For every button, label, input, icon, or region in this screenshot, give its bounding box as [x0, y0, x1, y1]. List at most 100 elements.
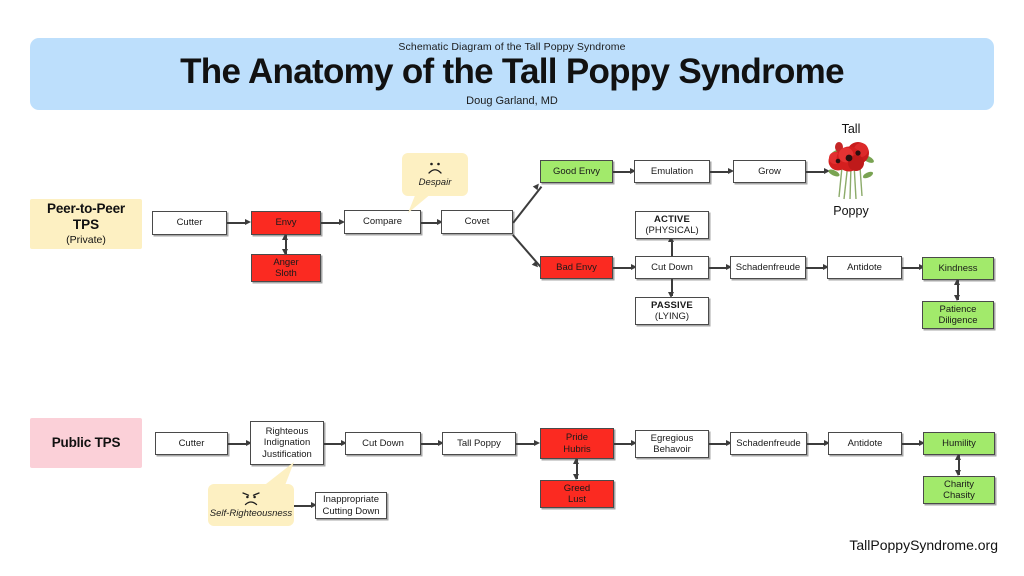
connector-covet-to-good-envy: [512, 186, 542, 224]
connector-cutter-to-envy: [227, 222, 247, 224]
node-label-line1: Righteous: [265, 425, 309, 437]
node-compare[interactable]: Compare: [344, 210, 421, 234]
tall-poppy-graphic: Tall: [808, 122, 894, 218]
node-pride-hubris[interactable]: Pride Hubris: [540, 428, 614, 459]
node-kindness[interactable]: Kindness: [922, 257, 994, 280]
arrowhead: [631, 440, 637, 446]
arrowhead: [573, 474, 580, 480]
connector-antidote-humility: [902, 443, 920, 445]
arrowhead: [824, 168, 830, 174]
node-bad-envy[interactable]: Bad Envy: [540, 256, 613, 279]
node-envy[interactable]: Envy: [251, 211, 321, 235]
node-label: Cut Down: [651, 261, 693, 273]
node-humility[interactable]: Humility: [923, 432, 995, 455]
node-public-cutter[interactable]: Cutter: [155, 432, 228, 455]
node-label-line2: (LYING): [654, 311, 690, 322]
callout-tail-despair: [408, 193, 432, 213]
node-emulation[interactable]: Emulation: [634, 160, 710, 183]
node-label: Cutter: [176, 217, 203, 229]
node-label-line3: Justification: [262, 448, 312, 460]
node-label: Tall Poppy: [457, 437, 501, 449]
arrowhead: [726, 440, 732, 446]
node-label-line1: Greed: [563, 482, 591, 494]
node-greed-lust[interactable]: Greed Lust: [540, 480, 614, 508]
connector-envy-to-compare: [321, 222, 341, 224]
connector-tallpoppy-pride: [516, 443, 536, 445]
footer-website[interactable]: TallPoppySyndrome.org: [849, 537, 998, 553]
connector-compare-to-covet: [421, 222, 439, 224]
connector-cutdown-schadenfreude: [709, 267, 727, 269]
connector-badenvy-cutdown: [613, 267, 632, 269]
node-label-line1: Charity: [943, 478, 975, 490]
node-label-line1: PASSIVE: [651, 299, 693, 311]
section-label-public: Public TPS: [30, 418, 142, 468]
arrowhead: [437, 219, 443, 225]
arrowhead: [954, 279, 961, 285]
node-patience-diligence[interactable]: Patience Diligence: [922, 301, 994, 329]
node-label-line2: Hubris: [563, 443, 591, 455]
arrowhead: [726, 264, 732, 270]
node-active-physical[interactable]: ACTIVE (PHYSICAL): [635, 211, 709, 239]
node-label: Good Envy: [553, 165, 600, 177]
arrowhead: [668, 292, 675, 298]
node-grow[interactable]: Grow: [733, 160, 806, 183]
node-label-line2: (PHYSICAL): [645, 225, 699, 236]
connector-cutdown-passive: [671, 279, 673, 296]
connector-righteous-cutdown: [324, 443, 343, 445]
node-label-line2: Chasity: [943, 490, 975, 501]
node-label-line1: Pride: [565, 432, 589, 443]
node-passive-lying[interactable]: PASSIVE (LYING): [635, 297, 709, 325]
node-peer-schadenfreude[interactable]: Schadenfreude: [730, 256, 806, 279]
node-label-line1: Inappropriate: [323, 494, 379, 505]
callout-label: Despair: [418, 177, 452, 188]
node-label: Schadenfreude: [736, 437, 801, 449]
node-label-line2: Sloth: [275, 268, 297, 279]
callout-despair: Despair: [402, 153, 468, 196]
connector-cutdown-active: [671, 240, 673, 256]
connector-cutter-righteous: [228, 443, 247, 445]
node-label-line2: Lust: [568, 494, 586, 505]
arrowhead: [311, 502, 317, 508]
node-public-antidote[interactable]: Antidote: [828, 432, 902, 455]
node-label-line1: Egregious: [650, 432, 694, 444]
node-peer-antidote[interactable]: Antidote: [827, 256, 902, 279]
node-righteous-indignation[interactable]: Righteous Indignation Justification: [250, 421, 324, 465]
node-public-tall-poppy[interactable]: Tall Poppy: [442, 432, 516, 455]
node-peer-cutter[interactable]: Cutter: [152, 211, 227, 235]
peer-label-line3: (Private): [66, 233, 106, 246]
public-label-line1: Public TPS: [51, 435, 121, 450]
connector-cutdown-tallpoppy: [421, 443, 439, 445]
connector-schadenfreude-antidote: [806, 267, 824, 269]
node-label: Cutter: [178, 437, 205, 449]
node-label-line2: Cutting Down: [322, 505, 380, 517]
poppy-label-bottom: Poppy: [833, 204, 869, 218]
despair-face-icon: [428, 162, 442, 174]
arrowhead: [823, 264, 829, 270]
node-charity-chasity[interactable]: Charity Chasity: [923, 476, 995, 504]
node-peer-cut-down[interactable]: Cut Down: [635, 256, 709, 279]
arrowhead: [955, 454, 962, 460]
arrowhead: [668, 236, 675, 242]
self-righteous-face-icon: [242, 492, 260, 506]
node-inappropriate-cutting-down[interactable]: Inappropriate Cutting Down: [315, 492, 387, 519]
page-title: The Anatomy of the Tall Poppy Syndrome: [180, 52, 844, 91]
connector-antidote-kindness: [902, 267, 920, 269]
node-label: Covet: [464, 216, 490, 228]
peer-label-line1: Peer-to-Peer: [47, 200, 125, 216]
node-covet[interactable]: Covet: [441, 210, 513, 234]
arrowhead: [341, 440, 347, 446]
node-label: Antidote: [847, 261, 882, 273]
node-egregious-behavior[interactable]: Egregious Behavoir: [635, 430, 709, 458]
node-public-cut-down[interactable]: Cut Down: [345, 432, 421, 455]
node-label: Compare: [362, 216, 403, 228]
callout-tail-self-righteousness: [266, 462, 294, 488]
node-public-schadenfreude[interactable]: Schadenfreude: [730, 432, 807, 455]
callout-self-righteousness: Self-Righteousness: [208, 484, 294, 526]
arrowhead: [531, 260, 541, 270]
node-anger-sloth[interactable]: Anger Sloth: [251, 254, 321, 282]
node-label: Cut Down: [362, 437, 404, 449]
arrowhead: [282, 234, 289, 240]
node-label-line2: Diligence: [938, 315, 978, 326]
node-good-envy[interactable]: Good Envy: [540, 160, 613, 183]
peer-label-line2: TPS: [72, 216, 100, 232]
